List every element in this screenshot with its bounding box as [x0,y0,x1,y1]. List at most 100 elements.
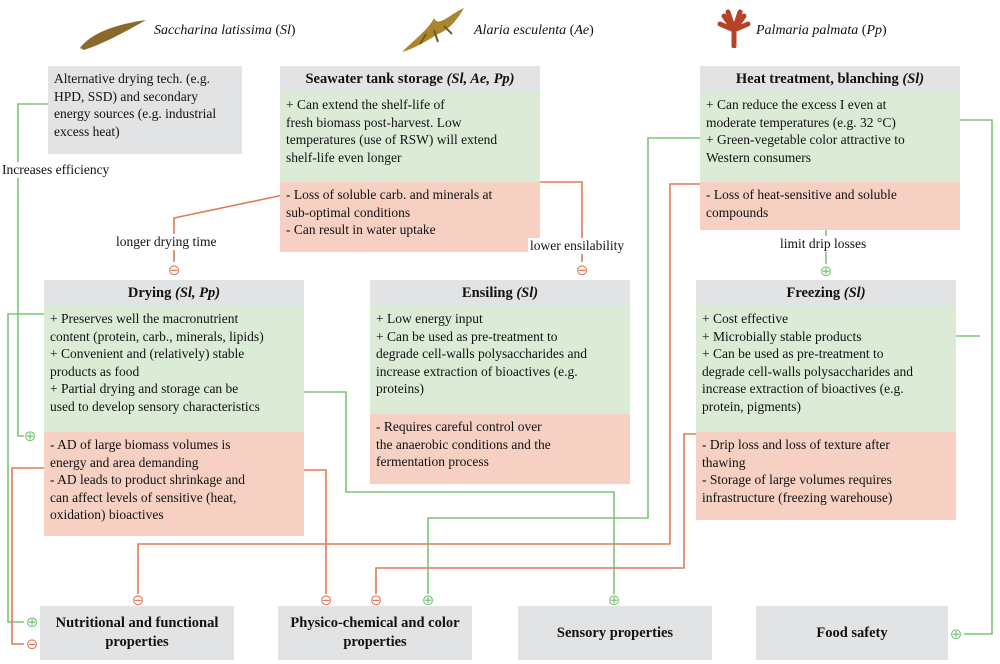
species-name: Palmaria palmata [756,23,859,38]
plus-icon: ⊕ [24,427,37,445]
species-name: Saccharina latissima [154,23,272,38]
title-text: Ensiling [461,285,513,301]
arrow-drying-to-sensory [282,391,615,594]
con-line: compounds [706,204,769,220]
cons-block: - Loss of heat-sensitive and soluble com… [700,182,960,230]
outcome-line: properties [105,634,169,650]
pro-line: degrade cell-walls polysaccharides and [376,346,588,361]
outcome-line: Physico-chemical and color [290,615,460,631]
con-line: sub-optimal conditions [286,204,411,220]
heat-treatment-box: Heat treatment, blanching (Sl) + Can red… [700,66,960,230]
text-line: HPD, SSD) and secondary [54,88,198,104]
box-title: Drying (Sl, Pp) [44,280,304,306]
species-abbr: Sl [280,23,291,38]
title-text: Seawater tank storage [305,71,443,87]
pro-line: protein, pigments) [702,398,801,414]
pro-line: + Partial drying and storage can be [50,381,239,396]
plus-icon: ⊕ [950,625,963,643]
con-line: can affect levels of sensitive (heat, [50,489,237,505]
pro-line: increase extraction of bioactives (e.g. [376,363,578,379]
label-limit-drip-losses: limit drip losses [778,236,869,252]
plus-icon: ⊕ [608,591,621,609]
kelp-icon [398,4,470,56]
pro-line: moderate temperatures (e.g. 32 °C) [706,114,896,130]
title-species: (Sl) [843,285,866,301]
pro-line: + Green-vegetable color attractive to [706,132,905,147]
pro-line: degrade cell-walls polysaccharides and [702,363,914,379]
title-text: Drying [127,285,172,301]
con-line: - Storage of large volumes requires [702,472,892,487]
pros-block: + Preserves well the macronutrient conte… [44,306,304,432]
text-line: excess heat) [54,123,120,139]
seawater-storage-box: Seawater tank storage (Sl, Ae, Pp) + Can… [280,66,540,252]
pro-line: Western consumers [706,149,812,165]
pro-line: + Convenient and (relatively) stable [50,346,245,361]
pro-line: + Can be used as pre-treatment to [376,328,558,344]
alt-drying-tech-box: Alternative drying tech. (e.g. HPD, SSD)… [48,66,242,154]
minus-icon: ⊖ [576,261,589,279]
outcome-line: properties [343,634,407,650]
pros-block: + Can reduce the excess I even at modera… [700,92,960,182]
box-title: Heat treatment, blanching (Sl) [700,66,960,92]
label-lower-ensilability: lower ensilability [528,238,627,254]
con-line: - Loss of heat-sensitive and soluble [706,187,897,202]
pro-line: + Can reduce the excess I even at [706,97,887,112]
arrow-drying-to-nutritional-neg [11,467,44,645]
con-line: - AD leads to product shrinkage and [50,472,245,487]
outcome-physico-chemical: Physico-chemical and color properties [278,606,472,660]
pro-line: + Preserves well the macronutrient [50,311,239,326]
pro-line: + Low energy input [376,311,483,326]
text-line: Alternative drying tech. (e.g. [54,71,210,86]
species-abbr: Ae [574,23,590,38]
pro-line: + Microbially stable products [702,328,862,344]
con-line: oxidation) bioactives [50,507,164,522]
plus-icon: ⊕ [422,591,435,609]
label-increases-efficiency: Increases efficiency [0,162,112,178]
title-species: (Sl) [516,285,539,301]
species-label-ae: Alaria esculenta (Ae) [474,23,594,38]
con-line: - Requires careful control over [376,419,542,434]
red-seaweed-icon [716,8,752,48]
label-longer-drying-time: longer drying time [114,234,219,250]
species-label-pp: Palmaria palmata (Pp) [756,23,887,38]
title-text: Freezing [786,285,841,301]
species-abbr: Pp [866,23,883,38]
freezing-box: Freezing (Sl) + Cost effective + Microbi… [696,280,956,520]
pro-line: used to develop sensory characteristics [50,398,260,414]
con-line: the anaerobic conditions and the [376,436,551,452]
minus-icon: ⊖ [370,591,383,609]
cons-block: - AD of large biomass volumes is energy … [44,432,304,536]
ensiling-box: Ensiling (Sl) + Low energy input + Can b… [370,280,630,484]
title-species: (Sl, Ae, Pp) [446,71,515,87]
outcome-food-safety: Food safety [756,606,948,660]
pro-line: + Cost effective [702,311,789,326]
plus-icon: ⊕ [820,262,833,280]
box-title: Freezing (Sl) [696,280,956,306]
species-name: Alaria esculenta [474,23,567,38]
outcome-sensory: Sensory properties [518,606,712,660]
minus-icon: ⊖ [26,635,39,653]
outcome-line: Nutritional and functional [55,615,219,631]
pro-line: shelf-life even longer [286,149,402,165]
pro-line: proteins) [376,381,424,396]
outcome-nutritional: Nutritional and functional properties [40,606,234,660]
minus-icon: ⊖ [168,261,181,279]
con-line: infrastructure (freezing warehouse) [702,489,893,505]
pro-line: fresh biomass post-harvest. Low [286,114,462,130]
cons-block: - Loss of soluble carb. and minerals at … [280,182,540,252]
box-title: Ensiling (Sl) [370,280,630,306]
arrow-freezing-to-physico-neg [375,433,700,594]
pros-block: + Can extend the shelf-life of fresh bio… [280,92,540,182]
pros-block: + Low energy input + Can be used as pre-… [370,306,630,414]
con-line: - Drip loss and loss of texture after [702,437,890,452]
con-line: - AD of large biomass volumes is [50,437,231,452]
pro-line: + Can be used as pre-treatment to [702,346,884,361]
pro-line: temperatures (use of RSW) will extend [286,132,498,147]
pro-line: content (protein, carb., minerals, lipid… [50,328,264,344]
minus-icon: ⊖ [320,591,333,609]
con-line: energy and area demanding [50,454,199,470]
arrow-drying-to-nutritional [7,313,44,623]
drying-box: Drying (Sl, Pp) + Preserves well the mac… [44,280,304,536]
